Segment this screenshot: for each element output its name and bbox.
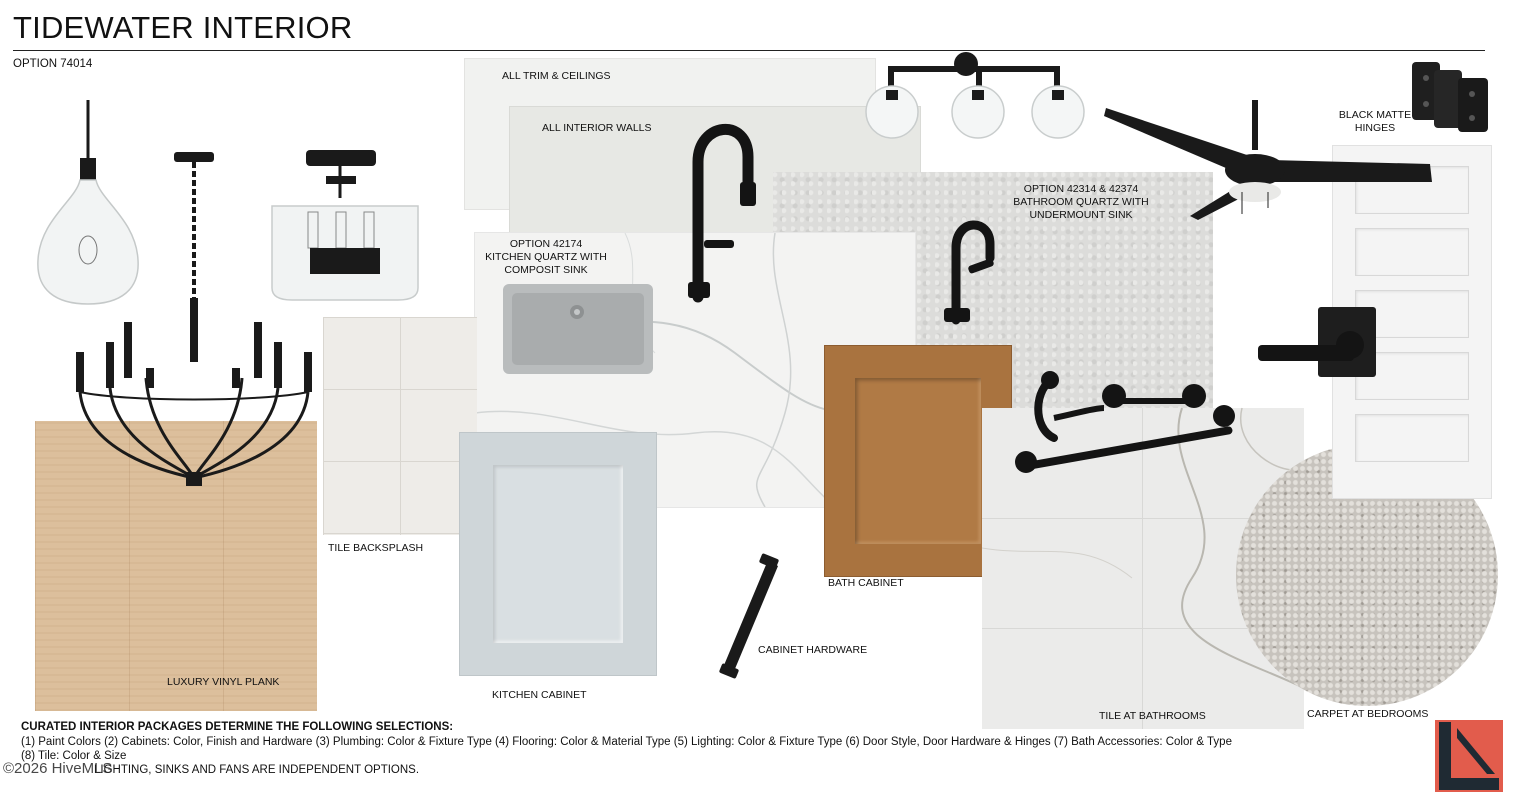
- bath-cabinet-door: [824, 345, 1012, 577]
- ceiling-fan-icon: [1104, 100, 1432, 220]
- packages-heading: CURATED INTERIOR PACKAGES DETERMINE THE …: [21, 721, 454, 733]
- cabinet-hardware-label: CABINET HARDWARE: [758, 644, 868, 656]
- kitchen-quartz-label: OPTION 42174 KITCHEN QUARTZ WITH COMPOSI…: [485, 238, 607, 276]
- pendant-light-icon: [37, 100, 139, 305]
- logo-mark-icon: [1439, 722, 1499, 790]
- bath-tile-label: TILE AT BATHROOMS: [1099, 710, 1206, 722]
- title-divider: [13, 50, 1485, 51]
- bath-quartz-label: OPTION 42314 & 42374 BATHROOM QUARTZ WIT…: [1013, 183, 1149, 221]
- packages-line-3: LIGHTING, SINKS AND FANS ARE INDEPENDENT…: [94, 764, 420, 776]
- door-lever-icon: [1258, 307, 1376, 377]
- hinge-icon: [1412, 62, 1488, 132]
- kitchen-cabinet-label: KITCHEN CABINET: [492, 689, 587, 701]
- vanity-light-icon: [865, 52, 1085, 139]
- watermark: ©2026 HiveMLS: [3, 760, 113, 777]
- brand-logo: [1435, 720, 1503, 792]
- walls-label: ALL INTERIOR WALLS: [542, 122, 652, 134]
- packages-line-1: (1) Paint Colors (2) Cabinets: Color, Fi…: [21, 736, 1232, 748]
- lvp-label: LUXURY VINYL PLANK: [167, 676, 280, 688]
- page-title: TIDEWATER INTERIOR: [13, 10, 353, 45]
- kitchen-faucet-icon: [688, 124, 756, 303]
- cabinet-pull-icon: [719, 553, 779, 679]
- tile-backsplash-swatch: [323, 317, 477, 535]
- backsplash-label: TILE BACKSPLASH: [328, 542, 424, 554]
- option-number: OPTION 74014: [13, 58, 93, 70]
- packages-line-2: (8) Tile: Color & Size: [21, 750, 127, 762]
- kitchen-cabinet-door: [459, 432, 657, 676]
- luxury-vinyl-plank-swatch: [35, 421, 317, 711]
- hinges-label: BLACK MATTE HINGES: [1338, 109, 1412, 134]
- bath-accessories-icon: [1015, 371, 1235, 473]
- semi-flush-light-icon: [271, 150, 419, 301]
- trim-label: ALL TRIM & CEILINGS: [502, 70, 611, 82]
- carpet-label: CARPET AT BEDROOMS: [1307, 708, 1429, 720]
- composite-sink-icon: [503, 284, 653, 374]
- interior-door-swatch: [1332, 145, 1492, 499]
- bath-cabinet-label: BATH CABINET: [828, 577, 904, 589]
- bath-faucet-icon: [944, 220, 995, 325]
- chandelier-icon: [76, 152, 312, 486]
